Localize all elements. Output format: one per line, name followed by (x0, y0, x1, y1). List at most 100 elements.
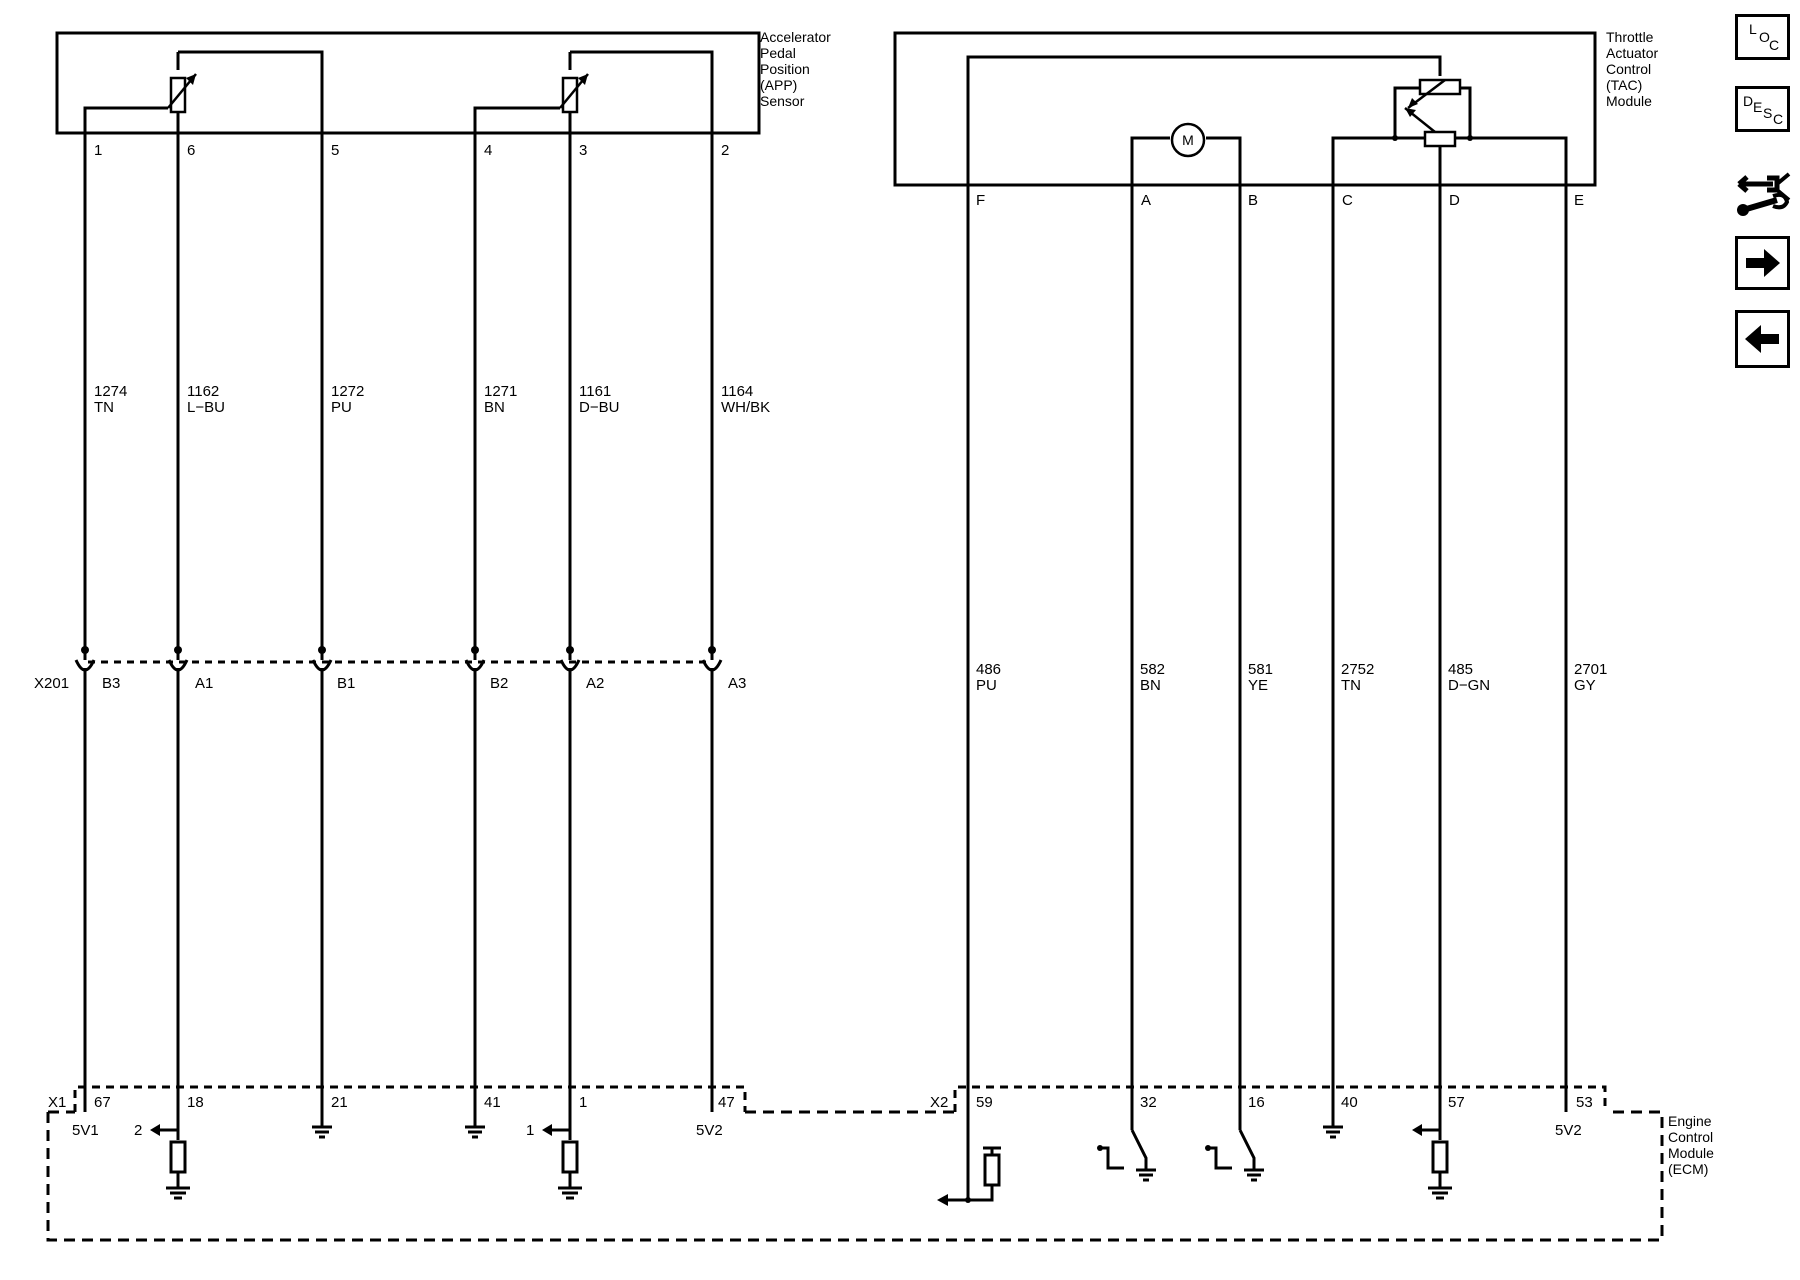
app-sensor-box (55, 31, 761, 135)
wire-color: PU (331, 399, 352, 416)
back-button[interactable] (1735, 310, 1790, 368)
app-sensor-label: Accelerator Pedal Position (APP) Sensor (760, 29, 831, 109)
circuit-number: 581 (1248, 661, 1273, 678)
x201-pin: B3 (102, 675, 120, 692)
svg-text:Actuator: Actuator (1606, 45, 1658, 61)
x201-pin: A2 (586, 675, 604, 692)
x201-pin: B1 (337, 675, 355, 692)
tac-wires (966, 185, 1568, 1200)
x2-pin: 16 (1248, 1094, 1265, 1111)
wire-color: BN (1140, 677, 1161, 694)
app-pin: 6 (187, 142, 195, 159)
x2-labels: X2 59 32 16 40 57 53 (930, 1094, 1593, 1111)
svg-text:D: D (1743, 93, 1753, 109)
svg-text:C: C (1769, 37, 1779, 53)
wire-color: L−BU (187, 399, 225, 416)
app-pin-labels: 1 6 5 4 3 2 (94, 142, 729, 159)
app-circuit-labels: 1274 TN 1162 L−BU 1272 PU 1271 BN 1161 D… (94, 383, 770, 416)
ecm-right-arrows (937, 1124, 1422, 1206)
circuit-number: 2701 (1574, 661, 1607, 678)
tac-module-box (893, 31, 1597, 187)
wire-color: TN (94, 399, 114, 416)
tac-module-label: Throttle Actuator Control (TAC) Module (1606, 29, 1658, 109)
circuit-number: 486 (976, 661, 1001, 678)
svg-text:Pedal: Pedal (760, 45, 796, 61)
svg-text:(TAC): (TAC) (1606, 77, 1642, 93)
x1-pin: 1 (579, 1094, 587, 1111)
svg-text:Accelerator: Accelerator (760, 29, 831, 45)
tac-circuit-labels: 486 PU 582 BN 581 YE 2752 TN 485 D−GN 27… (976, 661, 1607, 694)
svg-text:C: C (1773, 111, 1783, 127)
wire-color: D−BU (579, 399, 619, 416)
wire-color: GY (1574, 677, 1596, 694)
svg-text:Engine: Engine (1668, 1113, 1712, 1129)
wire-color: D−GN (1448, 677, 1490, 694)
x201-terminals (74, 645, 723, 672)
ecm-right-circuits (945, 1125, 1452, 1202)
wire-color: TN (1341, 677, 1361, 694)
svg-text:Control: Control (1668, 1129, 1713, 1145)
desc-button[interactable]: D E S C (1735, 86, 1790, 132)
svg-text:(ECM): (ECM) (1668, 1161, 1708, 1177)
circuit-number: 1271 (484, 383, 517, 400)
x1-pin: 41 (484, 1094, 501, 1111)
tool-icon[interactable] (1733, 166, 1793, 222)
tac-pin: B (1248, 192, 1258, 209)
loc-button[interactable]: L O C (1735, 14, 1790, 60)
x201-pin: A1 (195, 675, 213, 692)
tac-potentiometers (1392, 78, 1473, 148)
x2-pin: 32 (1140, 1094, 1157, 1111)
svg-text:Throttle: Throttle (1606, 29, 1654, 45)
x1-pin: 18 (187, 1094, 204, 1111)
ref-1: 1 (526, 1122, 534, 1139)
wire-color: BN (484, 399, 505, 416)
tac-pin: A (1141, 192, 1151, 209)
app-potentiometer-2 (559, 73, 589, 114)
x2-pin: 59 (976, 1094, 993, 1111)
x2-label: X2 (930, 1094, 948, 1111)
svg-text:Sensor: Sensor (760, 93, 805, 109)
ref-5v2: 5V2 (1555, 1122, 1582, 1139)
circuit-number: 582 (1140, 661, 1165, 678)
svg-text:E: E (1753, 99, 1762, 115)
tac-pin: E (1574, 192, 1584, 209)
circuit-number: 1274 (94, 383, 127, 400)
ecm-label: Engine Control Module (ECM) (1668, 1113, 1714, 1177)
circuit-number: 1161 (579, 383, 611, 400)
motor-label: M (1182, 132, 1194, 148)
x1-label: X1 (48, 1094, 66, 1111)
x1-pin: 21 (331, 1094, 348, 1111)
circuit-number: 1272 (331, 383, 364, 400)
app-internal-wiring (83, 50, 714, 133)
x201-label: X201 (34, 675, 69, 692)
x201-labels: X201 B3 A1 B1 B2 A2 A3 (34, 675, 746, 692)
tac-pin-labels: F A B C D E (976, 192, 1584, 209)
circuit-number: 2752 (1341, 661, 1374, 678)
svg-text:(APP): (APP) (760, 77, 797, 93)
x1-pin: 47 (718, 1094, 735, 1111)
x1-pin: 67 (94, 1094, 111, 1111)
tac-pin: C (1342, 192, 1353, 209)
tac-pin: D (1449, 192, 1460, 209)
app-pin: 1 (94, 142, 102, 159)
ecm-ref-labels: 5V1 5V2 5V2 2 1 (72, 1122, 1582, 1139)
ecm-left-circuits (158, 1125, 582, 1200)
circuit-number: 1162 (187, 383, 219, 400)
svg-text:Position: Position (760, 61, 810, 77)
x2-pin: 53 (1576, 1094, 1593, 1111)
ref-5v1: 5V1 (72, 1122, 99, 1139)
x201-pin: A3 (728, 675, 746, 692)
wire-color: YE (1248, 677, 1268, 694)
motor-symbol: M (1170, 122, 1206, 158)
ref-5v2: 5V2 (696, 1122, 723, 1139)
x201-pin-dots (81, 646, 716, 654)
app-pin: 3 (579, 142, 587, 159)
ecm-left-arrows (150, 1124, 552, 1136)
svg-text:L: L (1749, 21, 1757, 37)
x2-pin: 57 (1448, 1094, 1465, 1111)
wire-color: PU (976, 677, 997, 694)
circuit-number: 485 (1448, 661, 1473, 678)
ref-2: 2 (134, 1122, 142, 1139)
next-button[interactable] (1735, 236, 1790, 290)
